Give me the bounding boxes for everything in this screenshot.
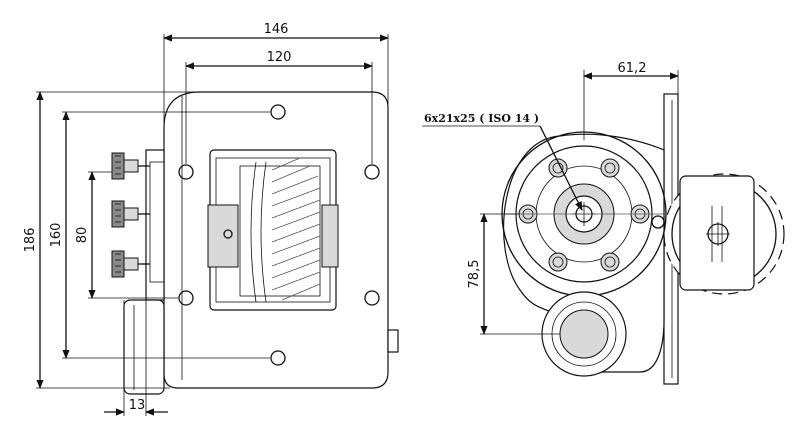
side-body <box>123 149 165 395</box>
dim-61-2-label: 61,2 <box>618 61 647 76</box>
dim-160-label: 160 <box>49 223 64 248</box>
dim-78-5-label: 78,5 <box>467 260 482 289</box>
dim-146-label: 146 <box>264 22 289 37</box>
front-view: 146 120 186 160 80 13 <box>23 22 399 416</box>
mounting-holes <box>178 104 380 366</box>
side-gear <box>663 173 785 295</box>
pump-housing <box>501 131 667 377</box>
side-view: 6x21x25 ( ISO 14 ) 61,2 78,5 <box>422 61 785 385</box>
dim-80-label: 80 <box>75 227 90 244</box>
side-dimensions <box>480 70 679 335</box>
dim-13-label: 13 <box>129 398 146 413</box>
spline-callout-label: 6x21x25 ( ISO 14 ) <box>424 112 539 125</box>
gear-housing <box>207 149 339 311</box>
dim-186-label: 186 <box>23 228 38 253</box>
studs <box>111 152 150 278</box>
dim-120-label: 120 <box>267 50 292 65</box>
front-dimensions <box>36 34 389 416</box>
spline-callout <box>422 125 583 211</box>
